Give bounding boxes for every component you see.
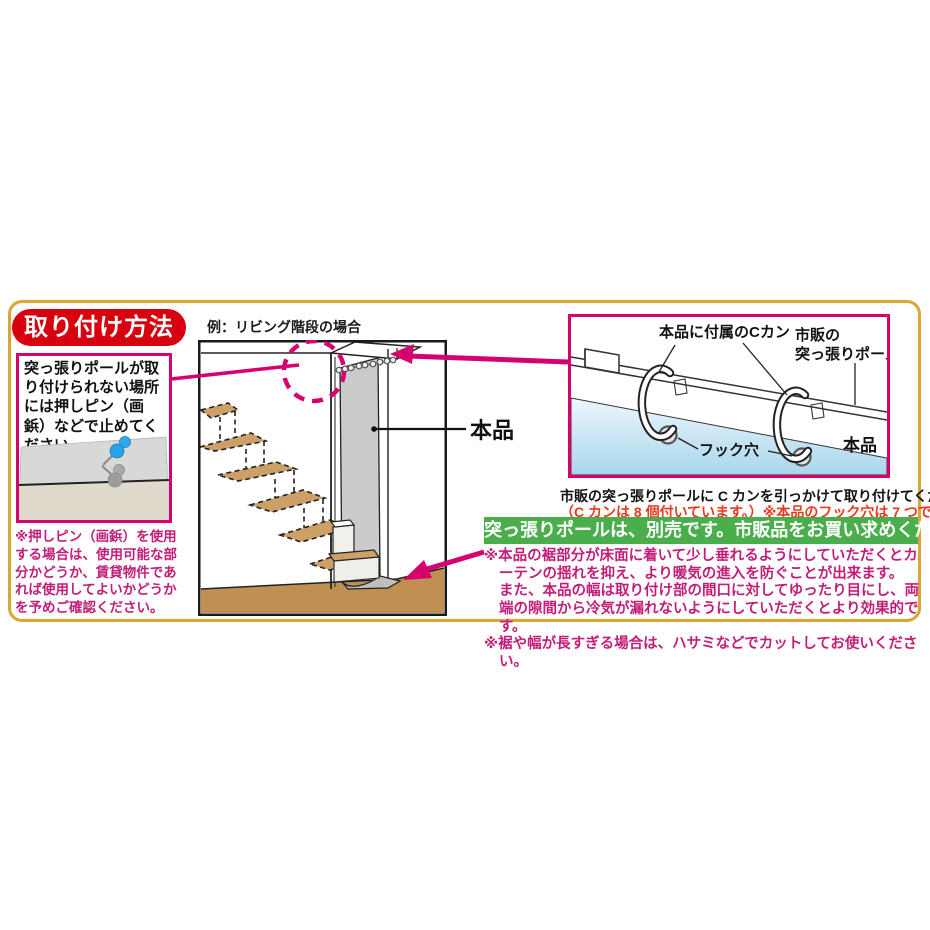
- example-caption: 例：リビング階段の場合: [207, 319, 361, 335]
- note-line: ※本品の裾部分が床面に着いて少し垂れるようにしていただくとカーテンの揺れを抑え、…: [484, 548, 918, 582]
- curtain-hem: [341, 575, 402, 590]
- c-ring-count-caption: （C カンは 8 個付いています。）※本品のフック穴は 7 つです。: [560, 504, 930, 520]
- floor: [201, 568, 444, 613]
- bottom-steps: [327, 519, 381, 583]
- note-line: また、本品の幅は取り付け部の間口に対してゆったり目にし、両端の隙間から冷気が漏れ…: [499, 583, 920, 635]
- main-frame: [8, 300, 921, 622]
- tension-pole: [571, 348, 887, 421]
- pushpin-note-box: 突っ張りポールが取り付けられない場所には押しピン（画鋲）などで止めてください。: [16, 353, 172, 523]
- staircase-illustration: [198, 340, 447, 616]
- hem-notes: ※本品の裾部分が床面に着いて少し垂れるようにしていただくとカーテンの揺れを抑え、…: [484, 548, 921, 672]
- attach-caption: 市販の突っ張りポールに C カンを引っかけて取り付けてください。: [560, 488, 930, 504]
- highlight-circle: [281, 340, 347, 404]
- pushpin-illustration: [19, 436, 169, 520]
- pushpin-warning-note: ※押しピン（画鋲）を使用する場合は、使用可能な部分かどうか、賃貸物件であれば使用…: [15, 529, 177, 616]
- product-label-small: 本品: [843, 436, 877, 455]
- pole-label: 市販の 突っ張りポール: [795, 327, 890, 363]
- pole-detail-box: 本品に付属のCカン 市販の 突っ張りポール フック穴 本品: [568, 314, 890, 478]
- c-ring-label: 本品に付属のCカン: [659, 324, 790, 341]
- hook-hole-label: フック穴: [699, 442, 760, 459]
- sold-separately-banner: 突っ張りポールは、別売です。市販品をお買い求めください。: [484, 517, 930, 544]
- gray-pin-icon: [101, 464, 125, 488]
- installation-method-title: 取り付け方法: [12, 309, 186, 346]
- note-line: ※裾や幅が長すぎる場合は、ハサミなどでカットしてお使いください。: [484, 636, 918, 671]
- blue-pushpin-icon: [102, 436, 131, 466]
- curtain-top-blue: [571, 397, 887, 475]
- product-label: 本品: [470, 418, 515, 443]
- pushpin-note-text: 突っ張りポールが取り付けられない場所には押しピン（画鋲）などで止めてください。: [24, 360, 160, 454]
- pole-hook-diagram: [571, 342, 887, 475]
- leader-lines: [658, 342, 856, 457]
- c-hook-icons: [637, 364, 813, 464]
